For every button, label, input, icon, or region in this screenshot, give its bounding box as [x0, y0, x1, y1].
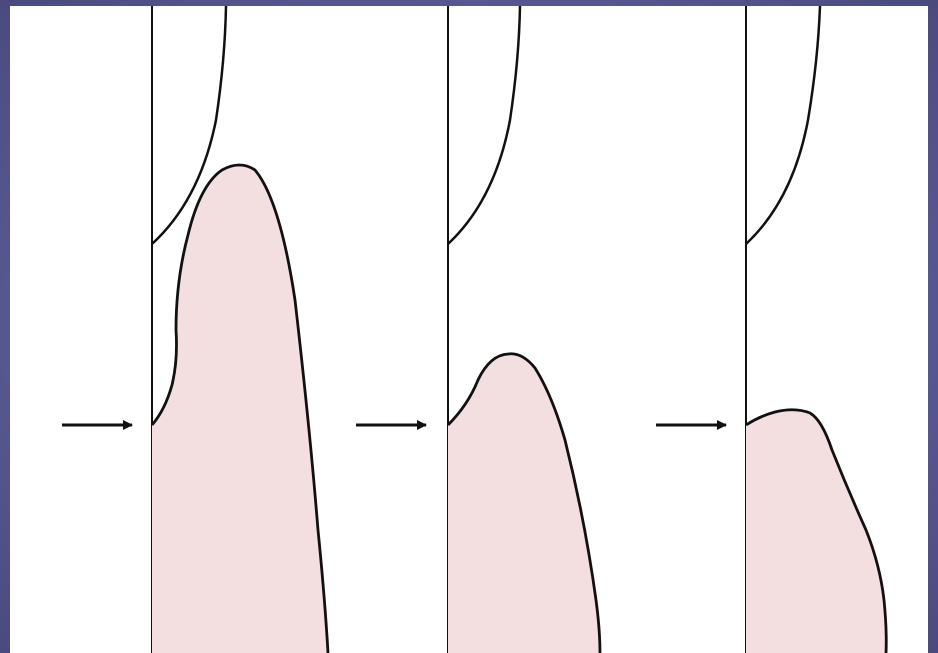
gingival-tissue [448, 354, 600, 653]
panel-2 [356, 6, 600, 653]
enamel-crown-outline [448, 6, 520, 244]
diagram-canvas [10, 6, 928, 653]
gingival-recession-diagram [10, 6, 928, 653]
gingival-tissue [152, 165, 328, 653]
panel-3 [656, 6, 886, 653]
enamel-crown-outline [746, 6, 820, 244]
panel-1 [62, 6, 328, 653]
